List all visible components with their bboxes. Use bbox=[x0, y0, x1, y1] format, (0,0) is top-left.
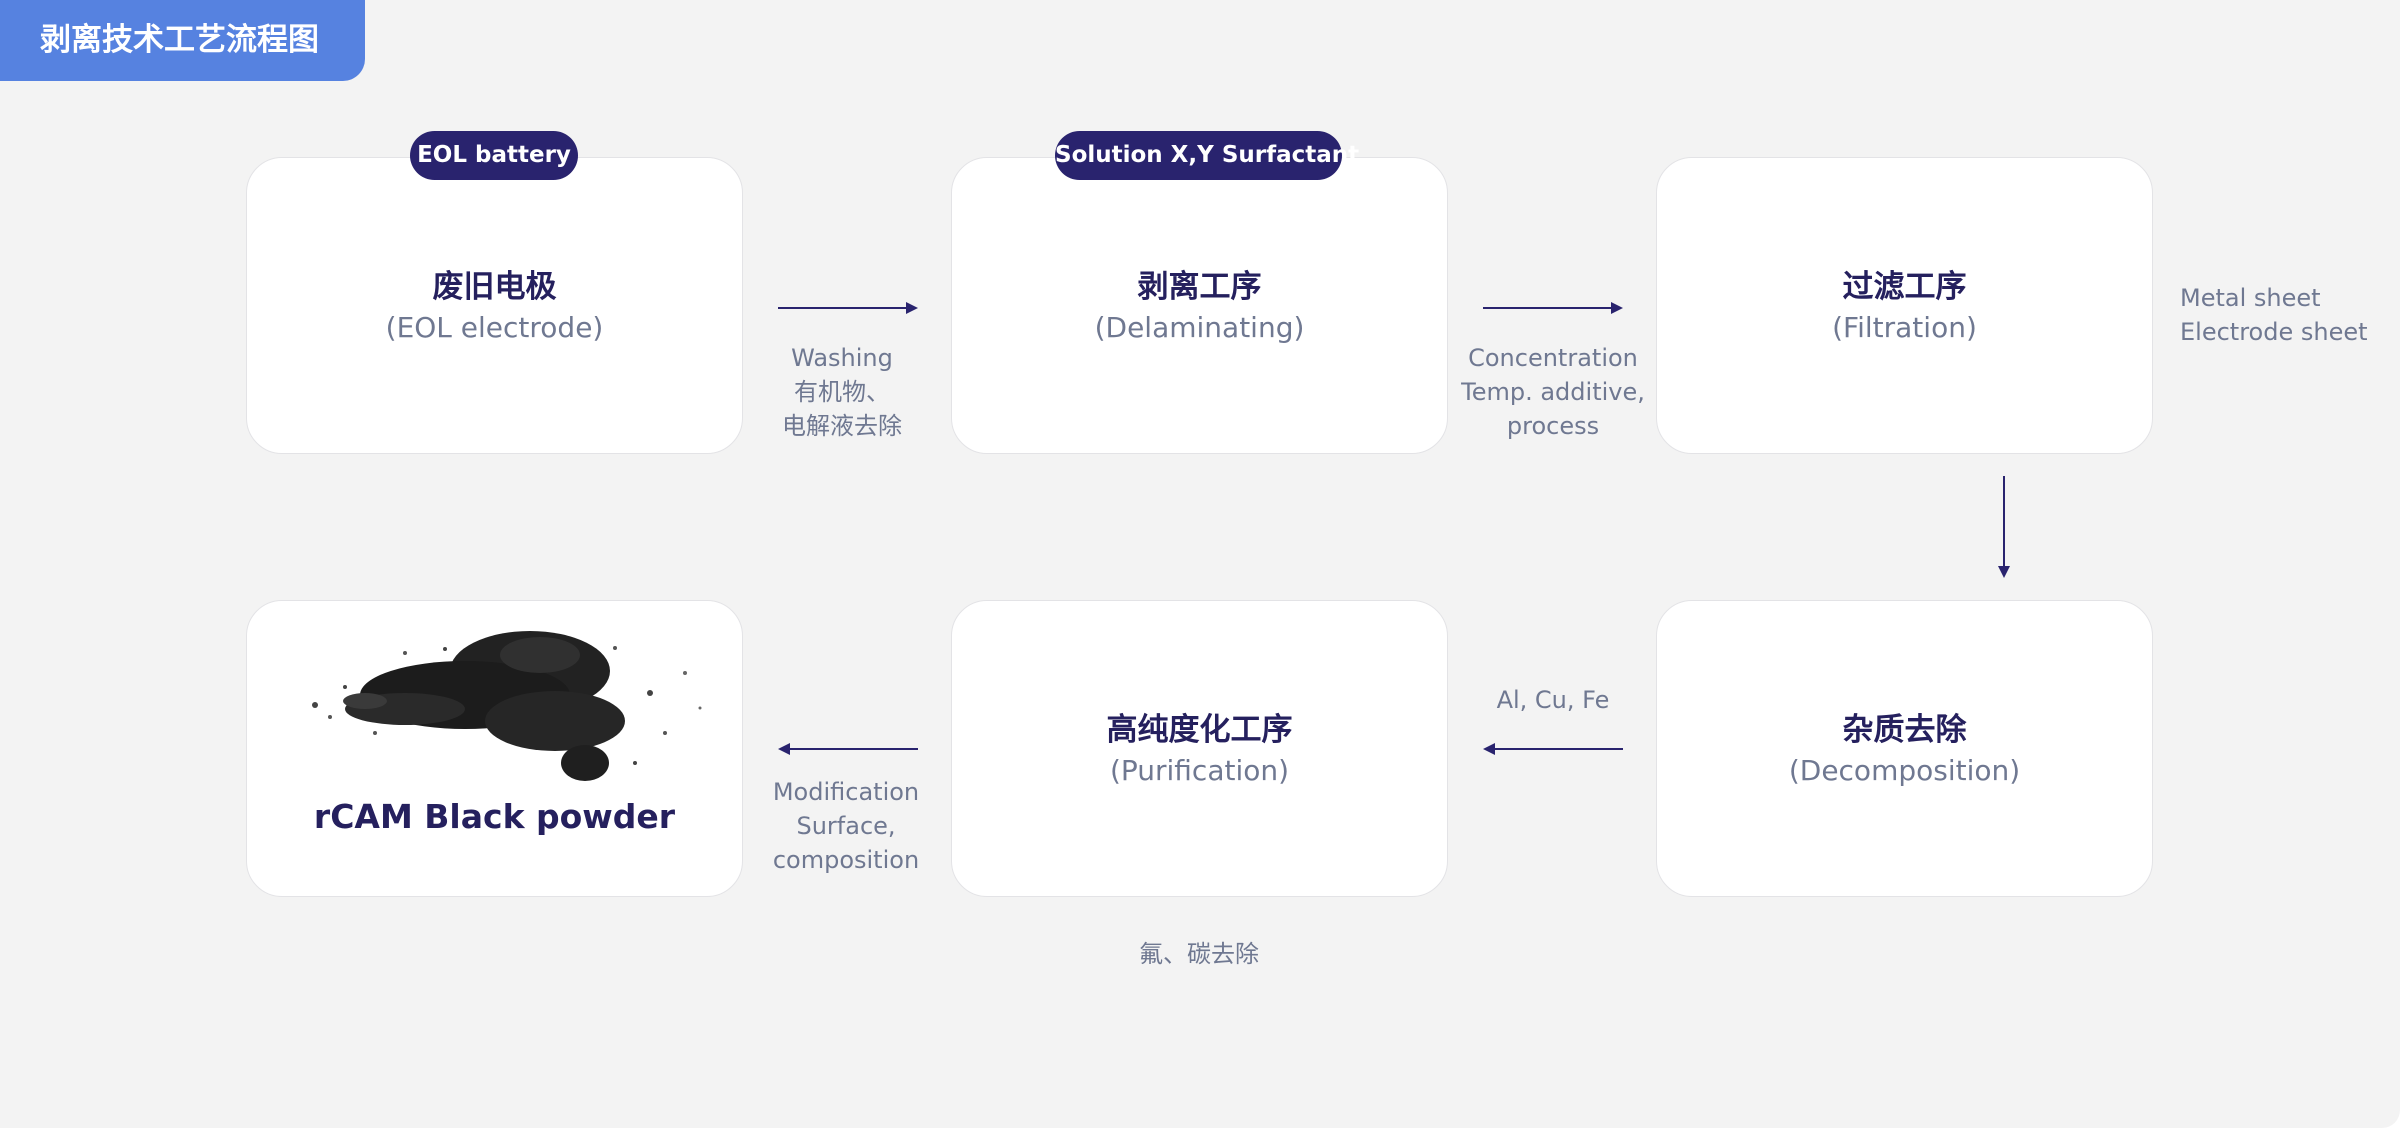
step-title: 剥离工序 bbox=[1137, 269, 1262, 305]
note-line: Concentration bbox=[1468, 344, 1638, 372]
page-title: 剥离技术工艺流程图 bbox=[0, 0, 365, 81]
step-title: 杂质去除 bbox=[1842, 712, 1967, 748]
note-filtration-output: Metal sheet Electrode sheet bbox=[2180, 281, 2368, 349]
step-card-eol-electrode: 废旧电极 (EOL electrode) bbox=[246, 157, 743, 454]
arrow-icon bbox=[778, 743, 918, 755]
product-label: rCAM Black powder bbox=[313, 797, 676, 836]
step-subtitle: (Purification) bbox=[1109, 754, 1290, 787]
step-subtitle: (Decomposition) bbox=[1788, 754, 2021, 787]
step-card-delaminating: 剥离工序 (Delaminating) bbox=[951, 157, 1448, 454]
note-washing: Washing 有机物、 电解液去除 bbox=[742, 341, 942, 443]
arrow-icon bbox=[1998, 476, 2010, 578]
arrow-icon bbox=[1483, 743, 1623, 755]
note-line: Electrode sheet bbox=[2180, 318, 2368, 346]
step-title: 高纯度化工序 bbox=[1106, 712, 1293, 748]
note-line: Surface, bbox=[796, 812, 896, 840]
input-badge-solution: Solution X,Y Surfactant bbox=[1055, 131, 1359, 180]
step-subtitle: (Delaminating) bbox=[1094, 311, 1305, 344]
note-concentration: Concentration Temp. additive, process bbox=[1443, 341, 1663, 443]
step-card-purification: 高纯度化工序 (Purification) bbox=[951, 600, 1448, 897]
note-line: composition bbox=[772, 846, 920, 874]
note-modification: Modification Surface, composition bbox=[746, 775, 946, 877]
input-badge-eol-battery: EOL battery bbox=[410, 131, 578, 180]
note-line: Temp. additive, bbox=[1461, 378, 1645, 406]
note-impurities: Al, Cu, Fe bbox=[1496, 686, 1610, 714]
arrow-icon bbox=[1483, 302, 1623, 314]
note-line: 有机物、 bbox=[794, 378, 890, 406]
arrow-icon bbox=[778, 302, 918, 314]
black-powder-image bbox=[312, 631, 702, 781]
step-card-filtration: 过滤工序 (Filtration) bbox=[1656, 157, 2153, 454]
note-purification-removal: 氟、碳去除 bbox=[1139, 940, 1259, 968]
step-card-rcam-powder: rCAM Black powder bbox=[246, 600, 743, 897]
note-line: Washing bbox=[791, 344, 893, 372]
note-line: Modification bbox=[772, 778, 920, 806]
note-line: process bbox=[1506, 412, 1600, 440]
step-title: 过滤工序 bbox=[1842, 269, 1967, 305]
step-subtitle: (Filtration) bbox=[1832, 311, 1977, 344]
step-card-decomposition: 杂质去除 (Decomposition) bbox=[1656, 600, 2153, 897]
note-line: Metal sheet bbox=[2180, 284, 2321, 312]
note-line: 电解液去除 bbox=[782, 412, 902, 440]
step-title: 废旧电极 bbox=[432, 269, 557, 305]
step-subtitle: (EOL electrode) bbox=[385, 311, 604, 344]
